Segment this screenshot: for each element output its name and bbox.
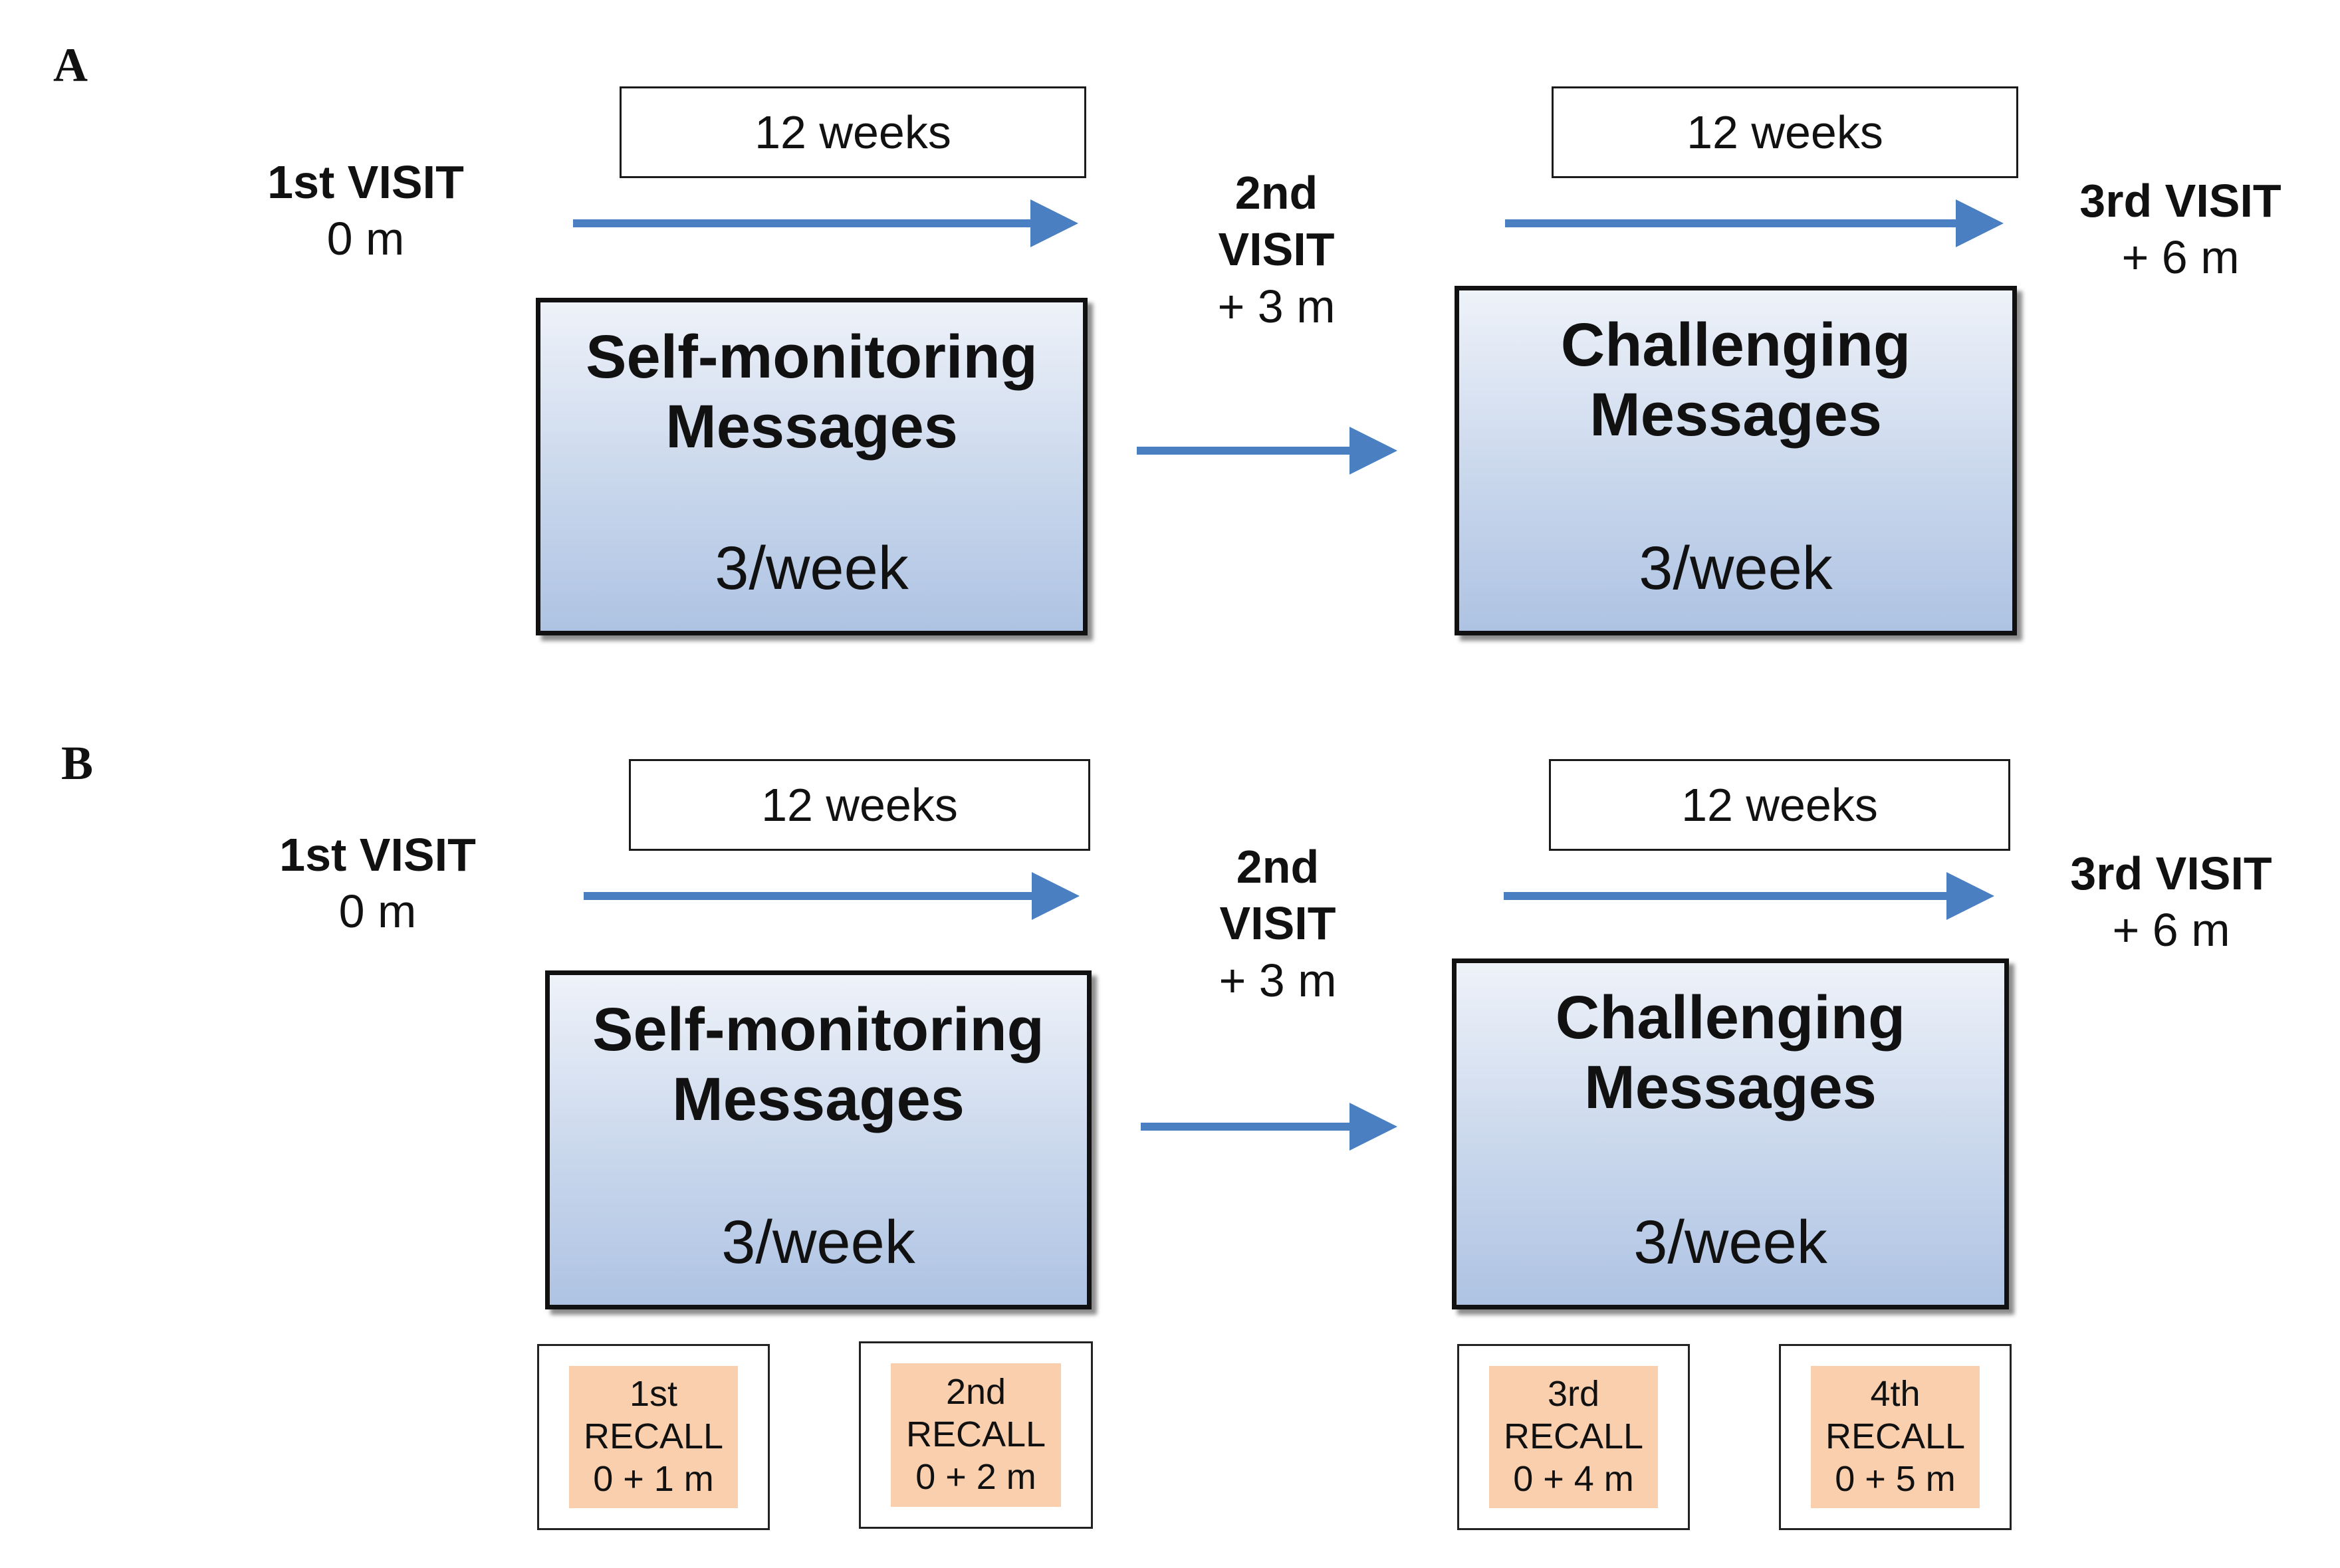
visit-time: + 6 m xyxy=(2112,904,2230,956)
recall-ordinal: 2nd xyxy=(945,1372,1006,1412)
visit-name-line1: 2nd xyxy=(1236,841,1320,893)
message-box-b-self-monitoring: Self-monitoring Messages 3/week xyxy=(545,970,1092,1309)
recall-box-2: 2nd RECALL 0 + 2 m xyxy=(859,1341,1093,1529)
recall-label: RECALL xyxy=(1825,1416,1966,1457)
recall-box-3: 3rd RECALL 0 + 4 m xyxy=(1457,1344,1690,1530)
duration-b-period1: 12 weeks xyxy=(629,759,1090,851)
visit-time: + 3 m xyxy=(1219,954,1337,1006)
duration-label: 12 weeks xyxy=(1687,106,1883,158)
title-line: Challenging xyxy=(1555,984,1906,1052)
title-line: Messages xyxy=(665,392,958,461)
duration-label: 12 weeks xyxy=(1681,779,1878,831)
visit-time: 0 m xyxy=(338,885,417,938)
message-frequency: 3/week xyxy=(721,1208,915,1276)
recall-time: 0 + 5 m xyxy=(1835,1458,1956,1499)
recall-label: RECALL xyxy=(583,1416,724,1457)
visit-time: + 6 m xyxy=(2121,231,2240,284)
message-frequency: 3/week xyxy=(1639,534,1833,602)
message-box-b-challenging: Challenging Messages 3/week xyxy=(1452,958,2009,1309)
recall-content: 3rd RECALL 0 + 4 m xyxy=(1489,1366,1658,1508)
recall-time: 0 + 4 m xyxy=(1513,1458,1634,1499)
recall-ordinal: 4th xyxy=(1870,1374,1921,1414)
title-line: Messages xyxy=(1589,380,1882,449)
visit-time: 0 m xyxy=(326,213,405,265)
message-box-title: Self-monitoring Messages xyxy=(540,322,1083,462)
visit-a-third: 3rd VISIT + 6 m xyxy=(2041,173,2320,286)
visit-b-second: 2nd VISIT + 3 m xyxy=(1145,839,1411,1009)
message-box-a-challenging: Challenging Messages 3/week xyxy=(1455,286,2017,635)
visit-b-third: 3rd VISIT + 6 m xyxy=(2032,845,2311,959)
recall-box-4: 4th RECALL 0 + 5 m xyxy=(1779,1344,2012,1530)
recall-time: 0 + 2 m xyxy=(915,1456,1036,1497)
visit-name: 3rd VISIT xyxy=(2070,847,2272,899)
title-line: Challenging xyxy=(1560,311,1911,379)
recall-content: 2nd RECALL 0 + 2 m xyxy=(891,1363,1061,1507)
recall-content: 4th RECALL 0 + 5 m xyxy=(1811,1366,1980,1508)
recall-label: RECALL xyxy=(1503,1416,1644,1457)
title-line: Messages xyxy=(1584,1053,1877,1121)
message-box-title: Challenging Messages xyxy=(1459,310,2012,450)
recall-label: RECALL xyxy=(905,1414,1046,1455)
visit-name: 3rd VISIT xyxy=(2079,175,2282,227)
visit-time: + 3 m xyxy=(1217,280,1336,332)
panel-letter-b: B xyxy=(61,736,94,790)
duration-b-period2: 12 weeks xyxy=(1549,759,2010,851)
message-box-title: Self-monitoring Messages xyxy=(550,995,1087,1135)
visit-a-first: 1st VISIT 0 m xyxy=(233,154,499,268)
duration-label: 12 weeks xyxy=(755,106,951,158)
recall-time: 0 + 1 m xyxy=(593,1458,714,1499)
recall-ordinal: 1st xyxy=(629,1374,678,1414)
visit-b-first: 1st VISIT 0 m xyxy=(245,827,511,941)
title-line: Messages xyxy=(672,1065,965,1133)
visit-name-line2: VISIT xyxy=(1219,897,1336,950)
title-line: Self-monitoring xyxy=(586,323,1038,391)
recall-content: 1st RECALL 0 + 1 m xyxy=(569,1366,738,1508)
message-frequency: 3/week xyxy=(715,534,909,602)
visit-a-second: 2nd VISIT + 3 m xyxy=(1143,165,1409,335)
message-box-title: Challenging Messages xyxy=(1457,983,2004,1123)
recall-ordinal: 3rd xyxy=(1547,1374,1600,1414)
recall-box-1: 1st RECALL 0 + 1 m xyxy=(537,1344,770,1530)
visit-name: 1st VISIT xyxy=(279,829,476,881)
visit-name-line1: 2nd xyxy=(1234,167,1318,219)
panel-letter-a: A xyxy=(53,39,88,92)
message-frequency: 3/week xyxy=(1633,1208,1827,1276)
title-line: Self-monitoring xyxy=(592,996,1044,1064)
message-box-a-self-monitoring: Self-monitoring Messages 3/week xyxy=(536,298,1088,635)
duration-label: 12 weeks xyxy=(761,779,958,831)
duration-a-period2: 12 weeks xyxy=(1552,86,2018,178)
duration-a-period1: 12 weeks xyxy=(620,86,1086,178)
visit-name: 1st VISIT xyxy=(267,156,464,208)
visit-name-line2: VISIT xyxy=(1218,223,1335,276)
